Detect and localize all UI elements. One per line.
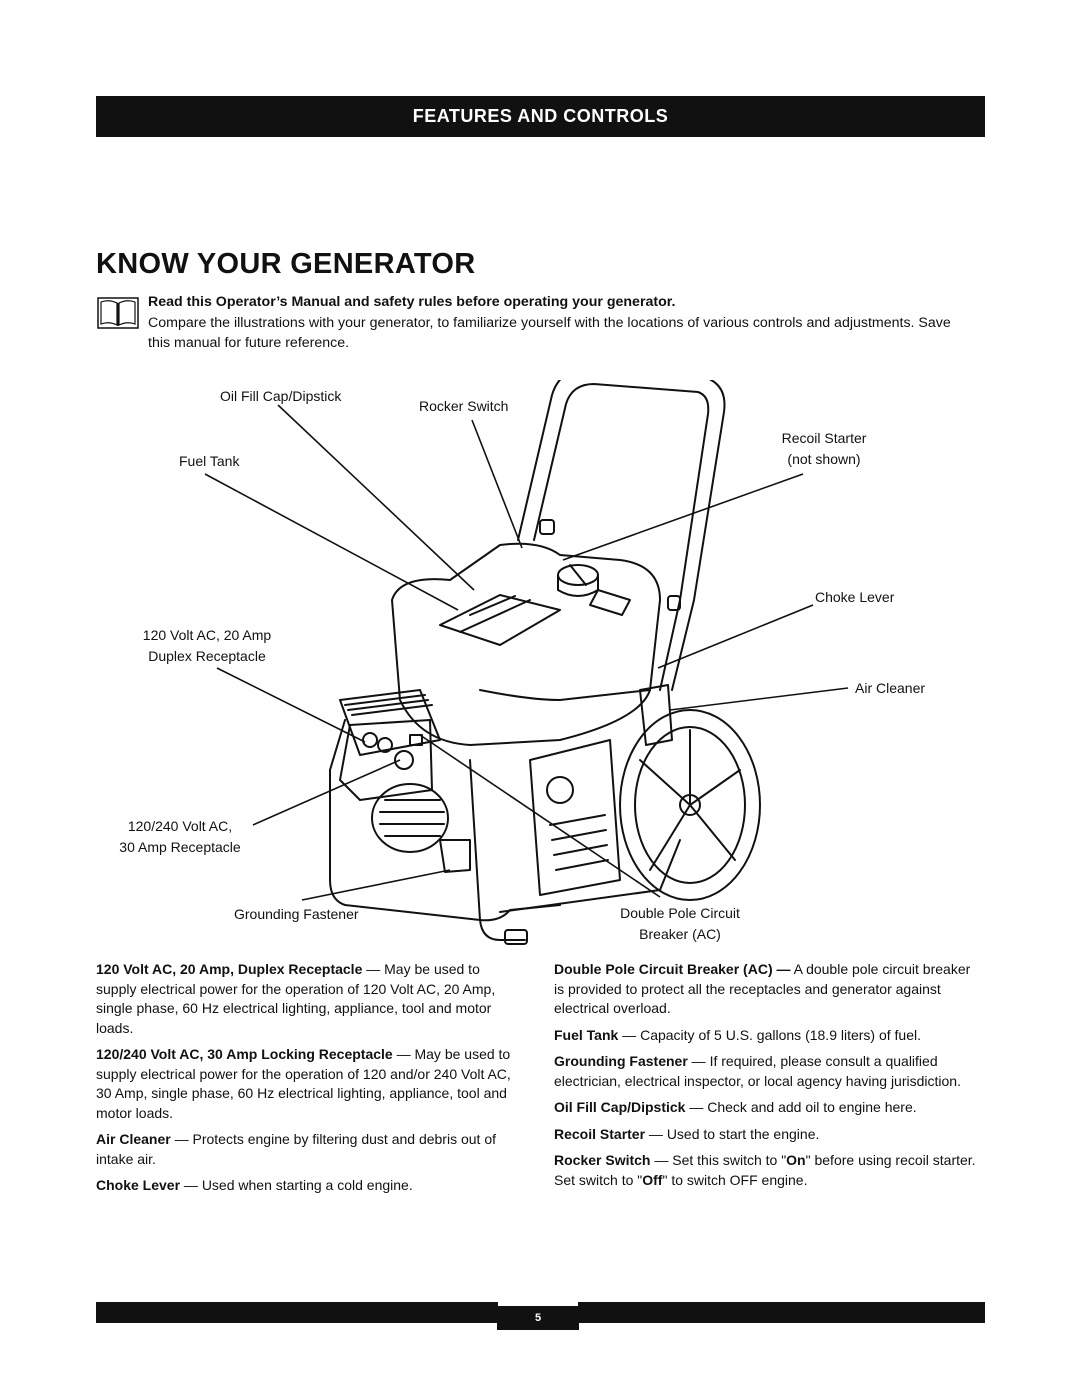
desc-term: Choke Lever <box>96 1177 181 1193</box>
handle-clamp-left <box>539 519 555 535</box>
desc-text: — May be used to supply electrical power… <box>96 1046 511 1121</box>
intro-paragraph: Read this Operator’s Manual and safety r… <box>148 292 968 354</box>
desc-text: — Check and add oil to engine here. <box>685 1099 917 1115</box>
desc-term: Recoil Starter <box>554 1125 646 1142</box>
leader-rocker <box>471 419 523 549</box>
label-breaker-1: Double Pole Circuit <box>620 905 740 921</box>
desc-term: Grounding Fastener <box>554 1053 688 1069</box>
breaker-switch <box>409 734 423 746</box>
desc-air-cleaner: Air Cleaner — Protects engine by filteri… <box>96 1130 524 1169</box>
handle-clamp-right <box>667 595 681 611</box>
generator-illustration <box>204 380 849 945</box>
intro-text: Compare the illustrations with your gene… <box>148 314 951 352</box>
label-rocker-switch: Rocker Switch <box>419 398 509 414</box>
footer-bar-right <box>578 1302 985 1323</box>
label-choke-lever: Choke Lever <box>815 589 895 605</box>
desc-text: — May be used to supply electrical power… <box>96 961 496 1036</box>
control-panel <box>339 719 433 801</box>
desc-term: Air Cleaner <box>96 1131 171 1147</box>
label-recoil-starter: Recoil Starter (not shown) <box>768 428 880 469</box>
label-breaker: Double Pole Circuit Breaker (AC) <box>606 903 754 944</box>
desc-recoil: Recoil Starter — Used to start the engin… <box>554 1125 984 1145</box>
desc-off: Off <box>642 1171 663 1188</box>
alternator <box>371 783 449 853</box>
descriptions-right: Double Pole Circuit Breaker (AC) — A dou… <box>554 960 984 1197</box>
label-grounding-fastener: Grounding Fastener <box>234 906 359 922</box>
desc-term: Fuel Tank <box>554 1026 619 1043</box>
frame-foot <box>504 929 528 945</box>
desc-term: Oil Fill Cap/Dipstick <box>554 1099 686 1115</box>
fuel-tank-body <box>391 542 661 746</box>
wheel-outer <box>619 709 761 901</box>
open-book-icon <box>97 297 139 329</box>
label-recoil-1: Recoil Starter <box>781 430 867 446</box>
desc-fuel-tank: Fuel Tank — Capacity of 5 U.S. gallons (… <box>554 1026 984 1046</box>
receptacle-30a <box>394 750 414 770</box>
label-oil-fill: Oil Fill Cap/Dipstick <box>220 388 342 404</box>
duplex-outlet-1 <box>362 732 378 748</box>
engine-block <box>529 739 621 896</box>
desc-text: A double pole circuit breaker is provide… <box>554 961 971 1016</box>
handle-outer <box>517 380 726 691</box>
desc-text: " before using recoil starter. Set switc… <box>554 1152 976 1188</box>
desc-duplex: 120 Volt AC, 20 Amp, Duplex Receptacle —… <box>96 960 524 1038</box>
page-title: KNOW YOUR GENERATOR <box>96 248 476 280</box>
label-duplex-2: Duplex Receptacle <box>148 647 266 664</box>
desc-text: — If required, please consult a qualifie… <box>554 1053 961 1089</box>
desc-text: — Set this switch to " <box>650 1152 787 1168</box>
leader-oil-fill <box>277 404 475 591</box>
intro-bold: Read this Operator’s Manual and safety r… <box>148 294 676 310</box>
section-header-banner: FEATURES AND CONTROLS <box>96 96 985 137</box>
desc-term: 120 Volt AC, 20 Amp, Duplex Receptacle <box>96 961 363 977</box>
section-header-text: FEATURES AND CONTROLS <box>412 106 669 126</box>
label-duplex-1: 120 Volt AC, 20 Amp <box>142 627 272 643</box>
desc-oil-fill: Oil Fill Cap/Dipstick — Check and add oi… <box>554 1098 984 1118</box>
label-breaker-2: Breaker (AC) <box>639 925 721 942</box>
desc-term: Double Pole Circuit Breaker (AC) — <box>554 961 791 977</box>
leader-breaker <box>419 734 661 898</box>
air-cleaner <box>639 684 673 746</box>
handle-inner <box>533 383 710 691</box>
leader-choke <box>657 604 814 669</box>
label-30a-2: 30 Amp Receptacle <box>119 838 241 855</box>
desc-term: Rocker Switch <box>554 1152 651 1168</box>
desc-text: — Protects engine by filtering dust and … <box>96 1131 496 1167</box>
frame-left <box>329 719 561 922</box>
leader-30a <box>252 759 401 826</box>
desc-text: — Used to start the engine. <box>645 1125 820 1142</box>
duplex-outlet-2 <box>377 737 393 753</box>
label-recoil-2: (not shown) <box>787 450 861 467</box>
leader-air-cleaner <box>669 687 849 711</box>
desc-text: — Used when starting a cold engine. <box>180 1177 413 1193</box>
leader-grounding <box>301 869 451 901</box>
leader-recoil <box>562 473 804 561</box>
desc-rocker: Rocker Switch — Set this switch to "On" … <box>554 1151 984 1190</box>
tank-panel <box>439 594 561 646</box>
wheel-inner <box>634 726 746 884</box>
label-air-cleaner: Air Cleaner <box>855 680 926 696</box>
footer-bar-left <box>96 1302 498 1323</box>
desc-grounding: Grounding Fastener — If required, please… <box>554 1052 984 1091</box>
label-30a-1: 120/240 Volt AC, <box>127 818 233 834</box>
leader-duplex <box>216 667 366 743</box>
desc-text: — Capacity of 5 U.S. gallons (18.9 liter… <box>618 1026 922 1043</box>
descriptions-left: 120 Volt AC, 20 Amp, Duplex Receptacle —… <box>96 960 524 1203</box>
desc-term: 120/240 Volt AC, 30 Amp Locking Receptac… <box>96 1046 393 1062</box>
desc-breaker: Double Pole Circuit Breaker (AC) — A dou… <box>554 960 984 1019</box>
desc-on: On <box>786 1152 806 1168</box>
desc-choke: Choke Lever — Used when starting a cold … <box>96 1176 524 1196</box>
page-number: 5 <box>497 1306 579 1330</box>
frame-bottom <box>499 839 681 913</box>
label-fuel-tank: Fuel Tank <box>179 453 240 469</box>
desc-text: " to switch OFF engine. <box>662 1171 808 1188</box>
label-duplex: 120 Volt AC, 20 Amp Duplex Receptacle <box>126 625 288 666</box>
desc-30a: 120/240 Volt AC, 30 Amp Locking Receptac… <box>96 1045 524 1123</box>
leader-fuel-tank <box>204 473 459 611</box>
engine-vent <box>546 776 574 804</box>
label-30a-receptacle: 120/240 Volt AC, 30 Amp Receptacle <box>98 816 262 857</box>
